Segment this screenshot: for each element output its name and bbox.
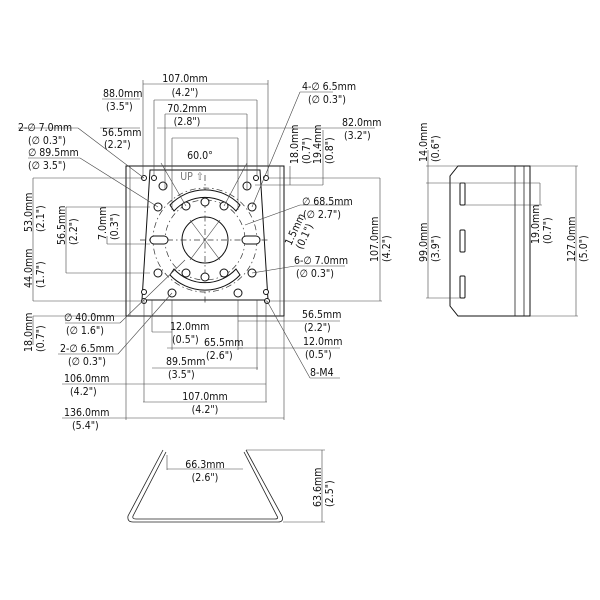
front-dimension-lines xyxy=(18,80,382,420)
dim-d40: ∅ 40.0mm xyxy=(64,312,115,324)
dim-d89-inch: (∅ 3.5") xyxy=(28,160,66,172)
dim-88: 88.0mm xyxy=(103,88,142,100)
dim-v18-top: 18.0mm xyxy=(289,125,301,164)
dim-v107-inch: (4.2") xyxy=(381,235,393,262)
front-labels: 107.0mm (4.2") 88.0mm (3.5") 70.2mm (2.8… xyxy=(18,73,393,432)
dim-70-inch: (2.8") xyxy=(174,116,201,128)
slot xyxy=(459,275,466,299)
dim-12-left: 12.0mm xyxy=(170,321,209,333)
dim-66-inch: (2.6") xyxy=(192,472,219,484)
slot xyxy=(459,182,466,206)
note-6-holes-inch: (∅ 0.3") xyxy=(296,268,334,280)
dim-82-inch: (3.2") xyxy=(344,130,371,142)
front-view: 107.0mm (4.2") 88.0mm (3.5") 70.2mm (2.8… xyxy=(18,73,393,432)
dim-89-inch: (3.5") xyxy=(168,369,195,381)
dim-63-inch: (2.5") xyxy=(324,480,336,507)
note-m4: 8-M4 xyxy=(310,367,334,379)
dim-88-inch: (3.5") xyxy=(106,101,133,113)
dim-70: 70.2mm xyxy=(167,103,206,115)
dim-12-right: 12.0mm xyxy=(303,336,342,348)
dim-side-14: 14.0mm xyxy=(418,123,430,162)
dim-v107: 107.0mm xyxy=(369,217,381,262)
dim-angle: 60.0° xyxy=(187,150,213,162)
note-4-holes: 4-∅ 6.5mm xyxy=(302,81,356,93)
dim-12-left-inch: (0.5") xyxy=(172,334,199,346)
dim-top-width-inch: (4.2") xyxy=(172,87,199,99)
note-2-holes-6: 2-∅ 6.5mm xyxy=(60,343,114,355)
bottom-arc-slot xyxy=(169,268,241,291)
side-view: 14.0mm (0.6") 99.0mm (3.9") 19.0mm (0.7"… xyxy=(418,123,590,317)
dim-107-bottom-inch: (4.2") xyxy=(192,404,219,416)
dim-side-14-inch: (0.6") xyxy=(430,135,442,162)
u-bracket-outer xyxy=(127,449,283,523)
dim-136: 136.0mm xyxy=(64,407,109,419)
note-2-holes-6-inch: (∅ 0.3") xyxy=(68,356,106,368)
dim-side-99-inch: (3.9") xyxy=(430,235,442,262)
dim-63: 63.6mm xyxy=(312,468,324,507)
dim-56-top: 56.5mm xyxy=(102,127,141,139)
dim-56-bottom-inch: (2.2") xyxy=(304,322,331,334)
dim-top-width: 107.0mm xyxy=(162,73,207,85)
dim-82: 82.0mm xyxy=(342,117,381,129)
slot xyxy=(459,229,466,253)
mounting-holes xyxy=(141,175,270,304)
u-bracket-inner xyxy=(132,451,279,520)
dim-side-99: 99.0mm xyxy=(418,223,430,262)
dim-106-inch: (4.2") xyxy=(70,386,97,398)
dim-v53-inch: (2.1") xyxy=(35,205,47,232)
up-marker: UP ⇧ xyxy=(180,171,204,183)
dim-v7: 7.0mm xyxy=(97,207,109,240)
dim-56-top-inch: (2.2") xyxy=(104,139,131,151)
dim-12-right-inch: (0.5") xyxy=(305,349,332,361)
dim-d40-inch: (∅ 1.6") xyxy=(66,325,104,337)
dim-v53: 53.0mm xyxy=(23,193,35,232)
note-2-holes-7-inch: (∅ 0.3") xyxy=(28,135,66,147)
dim-66: 66.3mm xyxy=(185,459,224,471)
dim-v44: 44.0mm xyxy=(23,249,35,288)
bottom-view: 66.3mm (2.6") 63.6mm (2.5") xyxy=(127,449,336,523)
dim-65: 65.5mm xyxy=(204,337,243,349)
dim-v56-inch: (2.2") xyxy=(68,218,80,245)
note-4-holes-inch: (∅ 0.3") xyxy=(308,94,346,106)
dim-65-inch: (2.6") xyxy=(206,350,233,362)
dim-v18-bottom: 18.0mm xyxy=(23,313,35,352)
dim-89: 89.5mm xyxy=(166,356,205,368)
dim-d89: ∅ 89.5mm xyxy=(28,147,79,159)
dim-v19-4-inch: (0.8") xyxy=(324,137,336,164)
dim-136-inch: (5.4") xyxy=(72,420,99,432)
dim-v7-inch: (0.3") xyxy=(109,213,121,240)
dim-107-bottom: 107.0mm xyxy=(182,391,227,403)
dim-d68: ∅ 68.5mm xyxy=(302,196,353,208)
dim-v18-bottom-inch: (0.7") xyxy=(35,325,47,352)
dim-106: 106.0mm xyxy=(64,373,109,385)
dim-v19-4: 19.4mm xyxy=(312,125,324,164)
note-6-holes: 6-∅ 7.0mm xyxy=(294,255,348,267)
dim-v18-top-inch: (0.7") xyxy=(301,137,313,164)
dim-v56: 56.5mm xyxy=(56,206,68,245)
note-2-holes-7: 2-∅ 7.0mm xyxy=(18,122,72,134)
dim-d68-inch: (∅ 2.7") xyxy=(303,209,341,221)
dim-side-19: 19.0mm xyxy=(530,205,542,244)
dim-side-19-inch: (0.7") xyxy=(542,217,554,244)
dim-side-127-inch: (5.0") xyxy=(578,235,590,262)
dim-56-bottom: 56.5mm xyxy=(302,309,341,321)
dim-side-127: 127.0mm xyxy=(566,217,578,262)
dim-v44-inch: (1.7") xyxy=(35,261,47,288)
